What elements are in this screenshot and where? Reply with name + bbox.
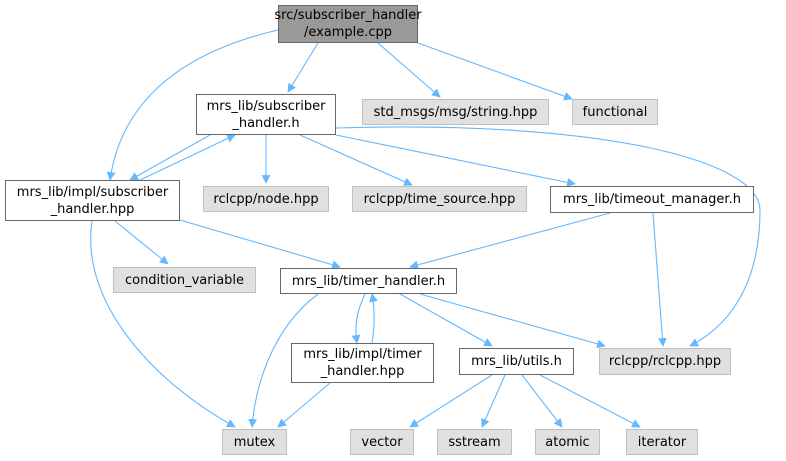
edge-impl-timer-th <box>369 293 378 344</box>
node-utils[interactable]: mrs_lib/utils.h <box>459 348 574 375</box>
node-rclcpp-node[interactable]: rclcpp/node.hpp <box>203 186 329 212</box>
node-mutex[interactable]: mutex <box>222 429 287 455</box>
edge-itimer-mutex <box>277 382 331 428</box>
edge-root-std-msgs <box>377 42 441 98</box>
node-rclcpp-time-source[interactable]: rclcpp/time_source.hpp <box>352 186 527 212</box>
node-impl-subscriber-handler[interactable]: mrs_lib/impl/subscriber _handler.hpp <box>5 180 180 221</box>
edge-utils-atomic <box>521 374 563 428</box>
edge-th-mutex <box>248 293 319 428</box>
edge-root-functional <box>417 42 573 101</box>
node-timeout-manager[interactable]: mrs_lib/timeout_manager.h <box>550 186 754 213</box>
node-subscriber-handler-h[interactable]: mrs_lib/subscriber _handler.h <box>196 94 336 135</box>
edge-tm-rclcpp <box>652 212 667 347</box>
node-rclcpp-rclcpp[interactable]: rclcpp/rclcpp.hpp <box>599 348 731 375</box>
node-functional[interactable]: functional <box>572 99 658 125</box>
edge-th-utils <box>399 293 493 347</box>
node-vector[interactable]: vector <box>350 429 414 455</box>
edge-sh-timeout-manager <box>335 134 576 187</box>
edge-isub-mutex <box>90 220 236 428</box>
node-std-msgs-string[interactable]: std_msgs/msg/string.hpp <box>362 99 549 125</box>
node-sstream[interactable]: sstream <box>437 429 512 455</box>
node-condition-variable[interactable]: condition_variable <box>113 267 256 293</box>
edge-sh-rclcpp <box>335 126 761 347</box>
edge-utils-iterator <box>539 374 641 428</box>
edge-sh-impl-subscriber <box>129 134 211 181</box>
edge-sh-time-source <box>299 134 413 186</box>
edge-root-impl-subscriber <box>106 29 279 181</box>
edge-utils-sstream <box>481 374 506 428</box>
edge-tm-timer-handler <box>409 212 611 270</box>
edge-root-subscriber-handler <box>287 42 319 93</box>
edge-isub-condition-variable <box>114 220 169 265</box>
node-root-example-cpp[interactable]: src/subscriber_handler /example.cpp <box>274 5 422 43</box>
node-impl-timer-handler[interactable]: mrs_lib/impl/timer _handler.hpp <box>291 343 434 383</box>
edge-th-rclcpp <box>419 293 606 349</box>
edge-impl-subscriber-sh <box>139 134 236 181</box>
edge-isub-timer-handler <box>179 219 341 269</box>
edge-th-impl-timer <box>351 293 366 344</box>
node-timer-handler[interactable]: mrs_lib/timer_handler.h <box>280 268 457 294</box>
node-iterator[interactable]: iterator <box>626 429 698 455</box>
node-atomic[interactable]: atomic <box>535 429 600 455</box>
edge-utils-vector <box>409 374 493 428</box>
